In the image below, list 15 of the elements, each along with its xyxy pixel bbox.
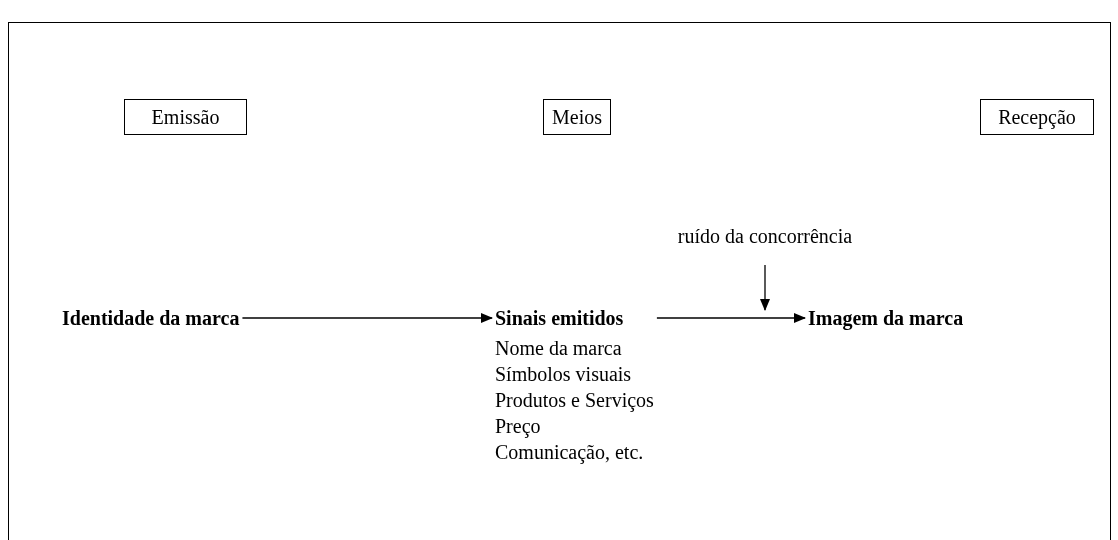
- list-item-text: Comunicação, etc.: [495, 440, 644, 465]
- list-item-text: Preço: [495, 414, 541, 439]
- arrow: [241, 313, 493, 323]
- label-box: Meios: [543, 99, 611, 135]
- list-item-text: Nome da marca: [495, 336, 622, 361]
- arrow: [656, 313, 806, 323]
- label-box: Recepção: [980, 99, 1094, 135]
- arrow: [760, 264, 770, 311]
- label-box: Emissão: [124, 99, 247, 135]
- list-item-text: Símbolos visuais: [495, 362, 632, 387]
- heading-text: Sinais emitidos: [495, 306, 624, 331]
- heading-text: Imagem da marca: [808, 306, 964, 331]
- list-item-text: Produtos e Serviços: [495, 388, 654, 413]
- heading-text: Identidade da marca: [62, 306, 240, 331]
- annotation-text: ruído da concorrência: [677, 224, 853, 249]
